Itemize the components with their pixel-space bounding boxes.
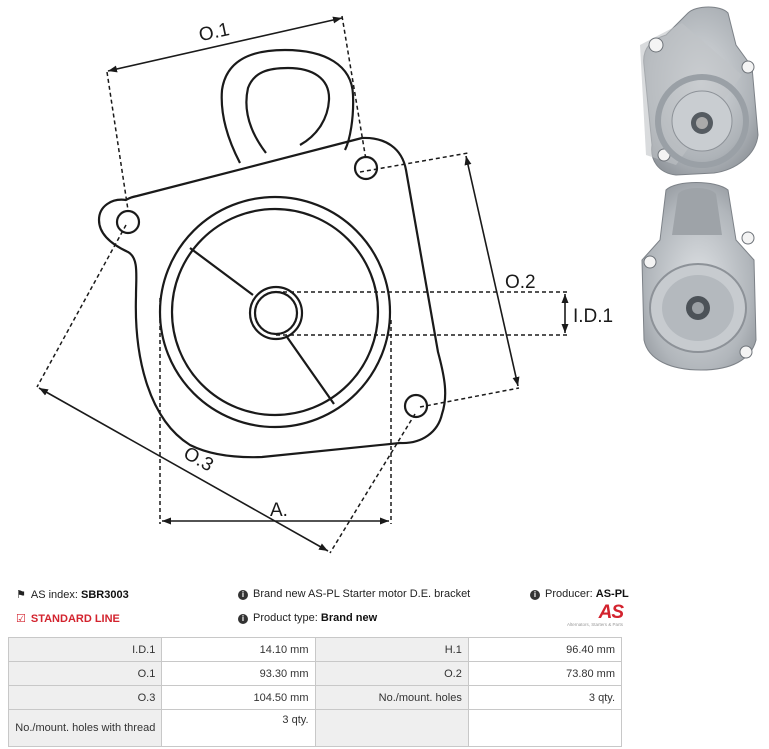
outer-bore (158, 195, 392, 429)
spec-label: No./mount. holes with thread (7, 709, 163, 747)
product-photo-angled (641, 182, 757, 371)
inner-bore (170, 207, 380, 417)
info-icon: i (530, 590, 540, 600)
mount-hole-top (353, 155, 379, 181)
spec-label: I.D.1 (7, 637, 163, 662)
table-row: O.3 104.50 mm No./mount. holes 3 qty. (7, 685, 623, 710)
spec-label: No./mount. holes (314, 685, 469, 710)
dim-label-o2: O.2 (505, 272, 536, 293)
check-square-icon: ☑ (16, 613, 26, 625)
bushing-inner (253, 290, 299, 336)
dim-line-o1 (107, 16, 343, 73)
spec-value: 3 qty. (161, 709, 316, 747)
tag-icon: ⚑ (16, 589, 26, 601)
standard-line-badge: ☑STANDARD LINE (16, 613, 120, 625)
info-icon: i (238, 590, 248, 600)
table-row: No./mount. holes with thread 3 qty. (7, 709, 623, 747)
dim-label-o1: O.1 (197, 19, 231, 46)
top-lug-inner (245, 66, 331, 154)
table-row: O.1 93.30 mm O.2 73.80 mm (7, 661, 623, 686)
spec-value: 96.40 mm (467, 637, 623, 662)
flange-outline (97, 136, 447, 459)
as-index: ⚑AS index: SBR3003 (16, 589, 129, 601)
spec-label: O.3 (7, 685, 163, 710)
spec-value: 3 qty. (467, 685, 623, 710)
spec-value: 104.50 mm (161, 685, 316, 710)
spec-value: 93.30 mm (161, 661, 316, 686)
sector-cutout (189, 247, 335, 405)
spec-label: O.2 (314, 661, 469, 686)
mount-hole-left (115, 209, 141, 235)
as-pl-logo: AS Alternators, Starters & Parts (566, 602, 624, 627)
info-icon: i (238, 614, 248, 624)
specs-table: I.D.1 14.10 mm H.1 96.40 mm O.1 93.30 mm… (7, 637, 623, 747)
dim-line-o3 (38, 387, 329, 552)
spec-value (467, 709, 623, 747)
technical-drawing: O.1 O.2 O.3 I.D.1 A. (36, 15, 613, 554)
dim-line-o2 (464, 155, 520, 387)
bushing-outer (248, 285, 304, 341)
spec-value: 14.10 mm (161, 637, 316, 662)
table-row: I.D.1 14.10 mm H.1 96.40 mm (7, 637, 623, 662)
dim-label-id1: I.D.1 (573, 306, 613, 327)
dim-label-a: A. (270, 500, 288, 521)
product-photo-front (640, 6, 759, 176)
spec-label: O.1 (7, 661, 163, 686)
spec-label: H.1 (314, 637, 469, 662)
spec-label (314, 709, 469, 747)
spec-value: 73.80 mm (467, 661, 623, 686)
